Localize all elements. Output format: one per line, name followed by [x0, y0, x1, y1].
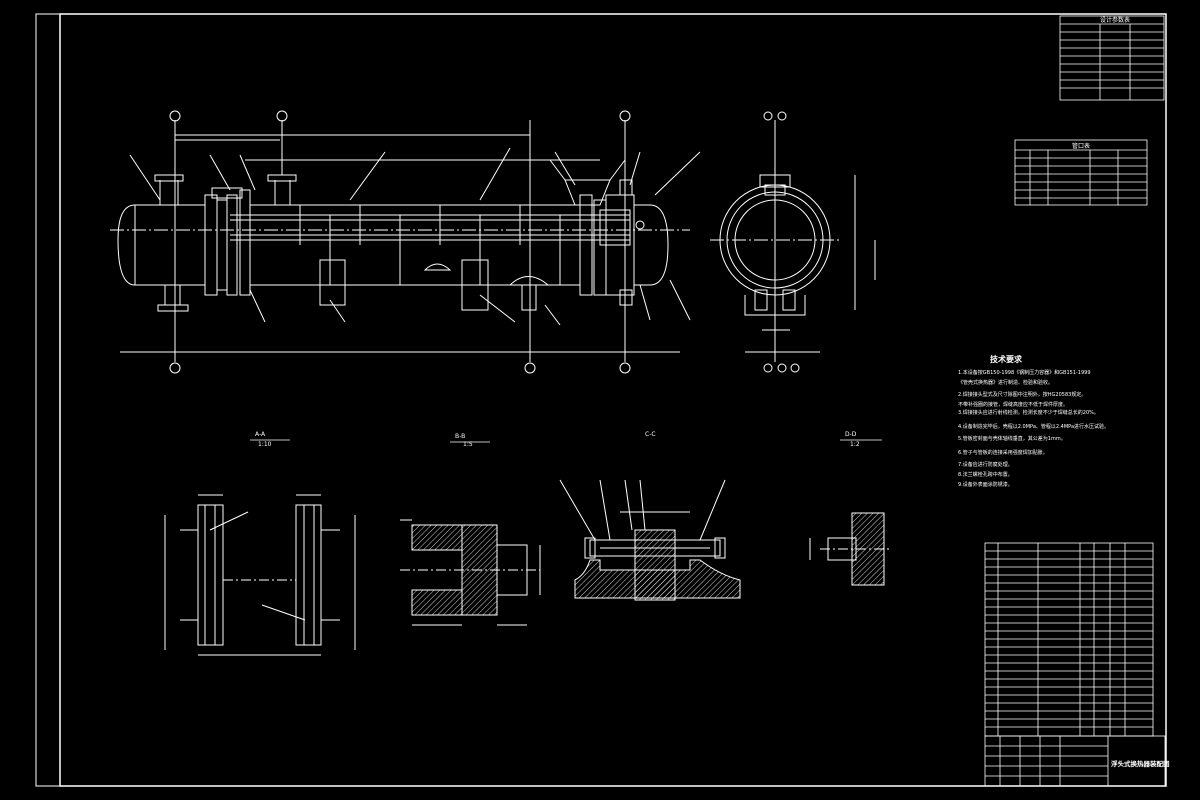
view-label-d: D-D: [845, 431, 857, 438]
view-scale-d: 1:2: [850, 441, 860, 448]
tech-req-line: 《管壳式换热器》进行制造、检验和验收。: [958, 379, 1053, 386]
tech-req-line: 7.设备应进行防腐处理。: [958, 461, 1013, 468]
design-parameter-table: [1059, 15, 1165, 101]
tech-req-line: 8.法兰螺栓孔跨中布置。: [958, 471, 1013, 478]
detail-flange-section: [400, 519, 541, 626]
tech-req-line: 不带补强圈的接管，焊缝高度应不低于焊件厚度。: [958, 401, 1068, 408]
title-block: [984, 735, 1166, 787]
side-end-view: [710, 111, 876, 373]
drawing-title: 浮头式换热器装配图: [1111, 759, 1170, 768]
tech-req-line: 1.本设备按GB150-1998《钢制压力容器》和GB151-1999: [958, 369, 1091, 376]
detail-small-section: [809, 512, 890, 586]
tech-req-title: 技术要求: [990, 354, 1023, 364]
nozzle-table-title: 管口表: [1072, 142, 1090, 150]
detail-view-labels: A-A 1:10 B-B 1:5 C-C D-D 1:2: [255, 431, 860, 448]
view-scale-b: 1:5: [463, 441, 473, 448]
tech-req-lines: 1.本设备按GB150-1998《钢制压力容器》和GB151-1999 《管壳式…: [958, 369, 1109, 488]
tech-req-line: 2.焊接接头型式及尺寸除图中注明外，按HG20583规定。: [958, 391, 1086, 398]
tech-req-line: 6.管子与管板的连接采用强度焊加贴胀。: [958, 449, 1048, 456]
nozzle-table: [1014, 139, 1148, 206]
view-label-b: B-B: [455, 433, 465, 440]
detail-bolted-joint: [559, 479, 741, 601]
bill-of-materials: [984, 542, 1154, 737]
tech-req-line: 5.管板密封面与壳体轴线垂直，其公差为1mm。: [958, 435, 1066, 442]
tech-req-line: 3.焊接接头应进行射线检测，检测长度不少于焊缝总长的20%。: [958, 409, 1099, 416]
design-table-title: 设计参数表: [1100, 16, 1130, 24]
view-scale-a: 1:10: [258, 441, 272, 448]
sheet-border: [35, 13, 1167, 787]
main-elevation-view: [110, 110, 701, 374]
view-label-c: C-C: [645, 431, 656, 438]
view-label-a: A-A: [255, 431, 266, 438]
detail-saddle-section: [164, 494, 356, 656]
tech-req-line: 9.设备外表面涂防锈漆。: [958, 481, 1013, 488]
view-label-underlines: [250, 439, 882, 443]
tech-req-line: 4.设备制造完毕后，壳程以2.0MPa、管程以2.4MPa进行水压试验。: [958, 423, 1109, 430]
